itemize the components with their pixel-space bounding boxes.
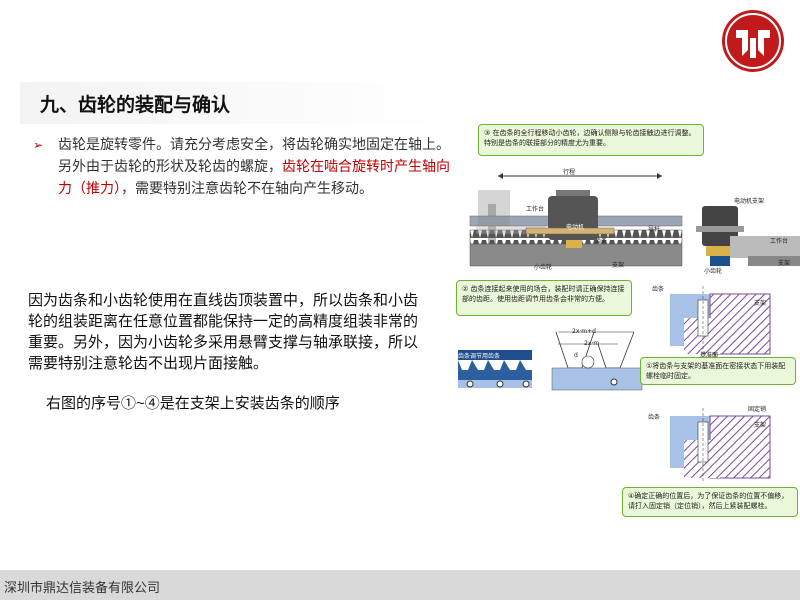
step-1-note: ①将齿条与支架的基准面在密接状态下用装配螺栓临时固定。	[640, 357, 796, 385]
label-motor: 电动机	[566, 224, 585, 231]
rack-section	[710, 256, 730, 266]
motor-bracket	[696, 226, 744, 232]
label-bracket-4: 支架	[754, 422, 767, 429]
label-rack-4: 齿条	[648, 414, 661, 421]
pinion-gear	[566, 240, 582, 248]
bullet-icon: ➢	[33, 138, 44, 152]
pitch-adjust-rack	[458, 350, 532, 388]
step-3-note: ③ 在齿条的全行程移动小齿轮，边确认侧隙与轮齿接触边进行调整。特别是齿条的联接部…	[478, 124, 704, 156]
label-dim-mid: 2x·m	[584, 340, 600, 347]
title-bar	[20, 82, 440, 124]
rack-pinion-paragraph: 因为齿条和小齿轮使用在直线齿顶装置中，所以齿条和小齿轮的组装距离在任意位置都能保…	[28, 292, 419, 372]
label-stroke: 行程	[563, 169, 576, 176]
bracket-section	[748, 256, 800, 266]
ghost-motor	[476, 190, 546, 234]
rack-assembly-diagram	[458, 173, 800, 482]
para1-highlight: 齿轮在啮合旋转时产生轴向力（推力）	[58, 159, 450, 197]
label-rack-3: 齿条	[652, 286, 665, 293]
pinion-section	[706, 246, 734, 256]
motor-cap	[556, 190, 590, 196]
para1-text-a: 齿轮是旋转零件。请充分考虑安全，将齿轮确实地固定在轴上。另外由于齿轮的形状及轮齿…	[58, 137, 450, 175]
bracket-detail-2	[670, 408, 771, 482]
label-guide: 导杆	[648, 226, 661, 233]
label-bracket-3: 支架	[754, 300, 767, 307]
footer-bar: 深圳市鼎达信装备有限公司	[0, 570, 800, 600]
bracket-detail-1	[670, 286, 771, 358]
label-pinion: 小齿轮	[534, 264, 553, 271]
gear-safety-paragraph: 齿轮是旋转零件。请充分考虑安全，将齿轮确实地固定在轴上。另外由于齿轮的形状及轮齿…	[58, 134, 454, 200]
label-dim-d: d	[574, 352, 578, 359]
label-pinion-2: 小齿轮	[704, 268, 723, 275]
company-name: 深圳市鼎达信装备有限公司	[4, 581, 161, 596]
label-motor-bracket: 电动机支架	[734, 198, 765, 205]
stroke-arrow	[498, 173, 662, 179]
para1-text-b: ，需要特别注意齿轮不在轴向产生移动。	[121, 181, 373, 197]
label-base-plane: 基准面	[700, 352, 719, 359]
label-worktable-2: 工作台	[770, 238, 789, 245]
label-bracket-2: 支架	[778, 260, 791, 267]
label-dim-top: 2x·m+d	[572, 328, 596, 335]
company-logo	[722, 10, 784, 72]
label-fixed-pin: 固定销	[748, 406, 767, 413]
worktable-section	[730, 236, 800, 258]
step-2-note: ② 齿条连接起来使用的场合，装配时请正确保持连接部的齿距。使用齿距调节用齿条会非…	[456, 280, 632, 316]
page-title: 九、齿轮的装配与确认	[40, 94, 231, 116]
label-bracket: 支架	[612, 262, 625, 269]
label-worktable: 工作台	[526, 206, 545, 213]
label-rack: 齿条	[595, 238, 608, 245]
step-4-note: ④确定正确的位置后，为了保证齿条的位置不偏移，请打入固定销（定位销），然后上紧装…	[622, 487, 798, 517]
work-table	[525, 227, 615, 235]
label-pitch-rack: 齿条调节用齿条	[458, 353, 501, 360]
sequence-note: 右图的序号①~④是在支架上安装齿条的顺序	[46, 395, 340, 412]
